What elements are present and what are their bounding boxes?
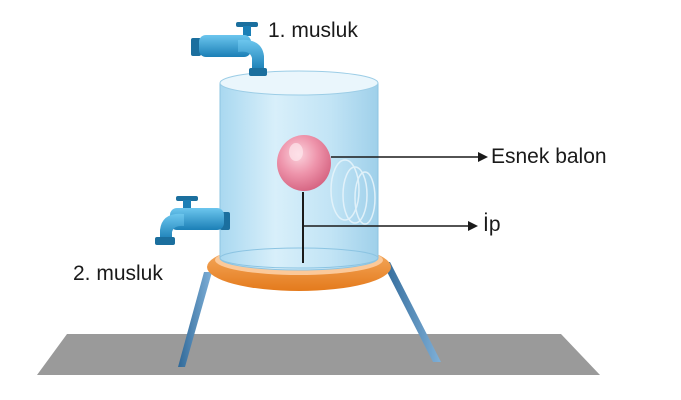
string-pointer-arrow bbox=[303, 221, 478, 231]
tank-top bbox=[219, 70, 379, 96]
faucet-top-label: 1. musluk bbox=[268, 19, 358, 42]
balloon-motion-trail bbox=[330, 159, 376, 225]
balloon-pointer-arrow bbox=[331, 152, 488, 162]
faucet-bottom-label: 2. musluk bbox=[73, 262, 163, 285]
string-label: İp bbox=[483, 213, 501, 236]
balloon bbox=[277, 135, 331, 191]
ground-surface bbox=[37, 334, 600, 375]
stand-leg-right bbox=[382, 262, 441, 362]
balloon-label: Esnek balon bbox=[491, 145, 607, 168]
faucet-top-icon bbox=[191, 22, 267, 76]
stand-leg-left bbox=[178, 272, 212, 367]
faucet-bottom-icon bbox=[155, 196, 230, 245]
